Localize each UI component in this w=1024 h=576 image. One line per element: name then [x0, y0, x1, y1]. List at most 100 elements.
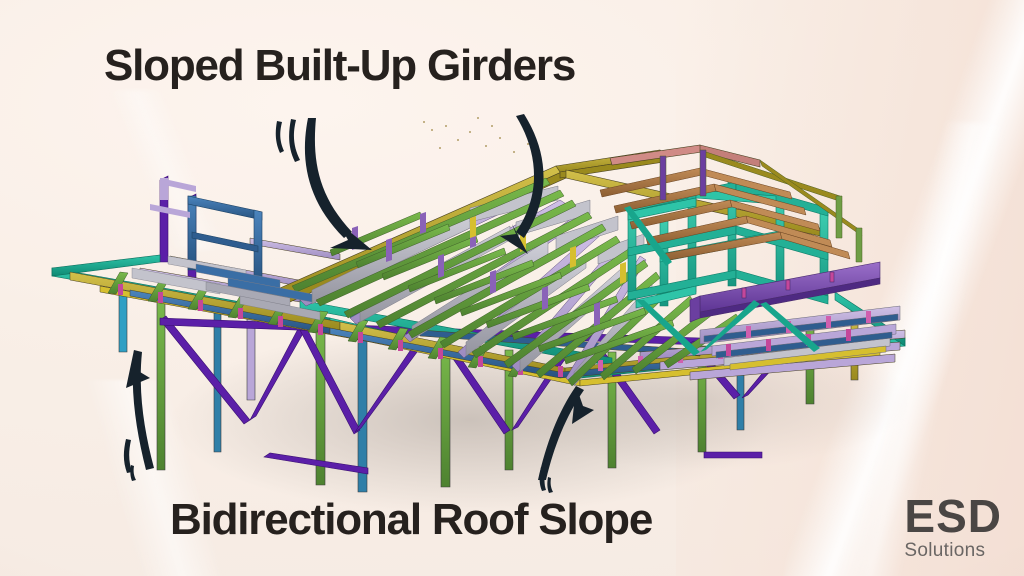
- connection-plate: [118, 284, 123, 295]
- arrow-slope-left-head: [126, 350, 150, 388]
- connection-plate: [826, 316, 831, 328]
- left-deck-details: [131, 255, 321, 321]
- bolt: [457, 139, 459, 141]
- frame-member: [699, 149, 707, 197]
- deck-plate: [239, 295, 321, 321]
- joist: [347, 319, 369, 343]
- frame-member: [191, 231, 259, 253]
- girder-lavender: [689, 353, 896, 381]
- connection-plate: [598, 360, 603, 371]
- arrow-girder-left-head: [330, 222, 372, 250]
- stiffener: [490, 270, 496, 294]
- purlin: [779, 231, 851, 260]
- bolt: [485, 145, 487, 147]
- right-edge-girder: [689, 261, 881, 323]
- brace: [700, 300, 760, 352]
- connection-plate: [398, 340, 403, 351]
- bolt: [423, 121, 425, 123]
- connection-plate: [866, 311, 871, 323]
- cross-joist-group: [329, 211, 675, 365]
- connection-plate: [829, 271, 835, 283]
- brace: [263, 452, 369, 475]
- brand-logo-name: ESD: [904, 490, 1002, 542]
- connection-plate: [278, 316, 283, 327]
- connection-plate: [558, 366, 563, 377]
- arrow-slope-left-dash: [130, 465, 136, 481]
- bolt: [439, 147, 441, 149]
- bolt: [431, 129, 433, 131]
- cross-joist: [381, 235, 479, 281]
- frame-beam: [735, 181, 829, 217]
- frame-beam: [635, 285, 697, 309]
- stiffener: [386, 238, 392, 262]
- eave-edge-beam: [51, 254, 161, 277]
- brace: [760, 302, 820, 352]
- joist: [307, 310, 329, 334]
- cross-joist: [537, 307, 647, 353]
- connection-plate: [438, 348, 443, 359]
- bolt: [445, 125, 447, 127]
- stiffener: [438, 254, 444, 278]
- stiffener: [594, 302, 600, 326]
- roof-joist: [407, 223, 607, 339]
- arrow-slope-right-head: [572, 386, 594, 424]
- girder-lavender: [249, 237, 341, 261]
- upper-right-frame: [659, 149, 863, 263]
- stiffener: [542, 286, 548, 310]
- arrow-slope-right-dash: [547, 477, 553, 493]
- purlin-group: [599, 167, 851, 262]
- bolt-group: [423, 117, 529, 153]
- bolt: [513, 151, 515, 153]
- arrow-girder-right-head: [500, 224, 528, 254]
- connection-plate: [785, 279, 791, 291]
- connection-plate: [726, 344, 731, 356]
- penthouse-brace-group: [624, 206, 820, 356]
- frame-beam: [627, 197, 697, 221]
- cross-joist: [511, 295, 619, 341]
- arrow-girder-left: [304, 118, 352, 238]
- connection-plate: [318, 324, 323, 335]
- connection-plate: [746, 326, 751, 338]
- cross-joist: [485, 283, 591, 329]
- slope-post: [570, 246, 576, 268]
- edge-girder: [689, 295, 701, 323]
- deck-beam: [703, 313, 899, 343]
- left-blue-frame: [150, 178, 263, 287]
- cross-joist: [563, 319, 675, 365]
- roof-joist: [375, 211, 593, 329]
- joist: [107, 271, 129, 295]
- arrow-slope-right: [538, 386, 584, 480]
- purlin: [745, 215, 833, 248]
- beam-blue: [227, 277, 313, 303]
- deck-plate: [131, 267, 221, 295]
- purlin: [729, 199, 821, 232]
- frame-member: [160, 178, 196, 192]
- connection-plate: [766, 339, 771, 351]
- connection-plate: [741, 287, 747, 299]
- connection-plate: [478, 356, 483, 367]
- arrow-girder-right: [516, 114, 544, 238]
- arrow-girder-left-dash: [275, 121, 284, 153]
- stiffener: [420, 212, 426, 234]
- purlin: [713, 183, 807, 216]
- frame-member: [150, 204, 190, 218]
- slope-post: [470, 216, 476, 238]
- connection-plate: [238, 308, 243, 319]
- brand-logo: ESD Solutions: [904, 493, 1002, 560]
- connection-plate: [158, 292, 163, 303]
- frame-member: [659, 155, 667, 201]
- joist: [387, 327, 409, 351]
- arrow-slope-right-dash: [539, 467, 546, 491]
- bolt: [491, 125, 493, 127]
- frame-column: [835, 195, 843, 239]
- page-title-bottom: Bidirectional Roof Slope: [170, 495, 653, 544]
- arrow-slope-left-dash: [123, 439, 132, 473]
- frame-column: [855, 227, 863, 263]
- arrow-girder-left-dash: [289, 119, 300, 162]
- brace: [636, 300, 700, 356]
- connection-plate: [198, 300, 203, 311]
